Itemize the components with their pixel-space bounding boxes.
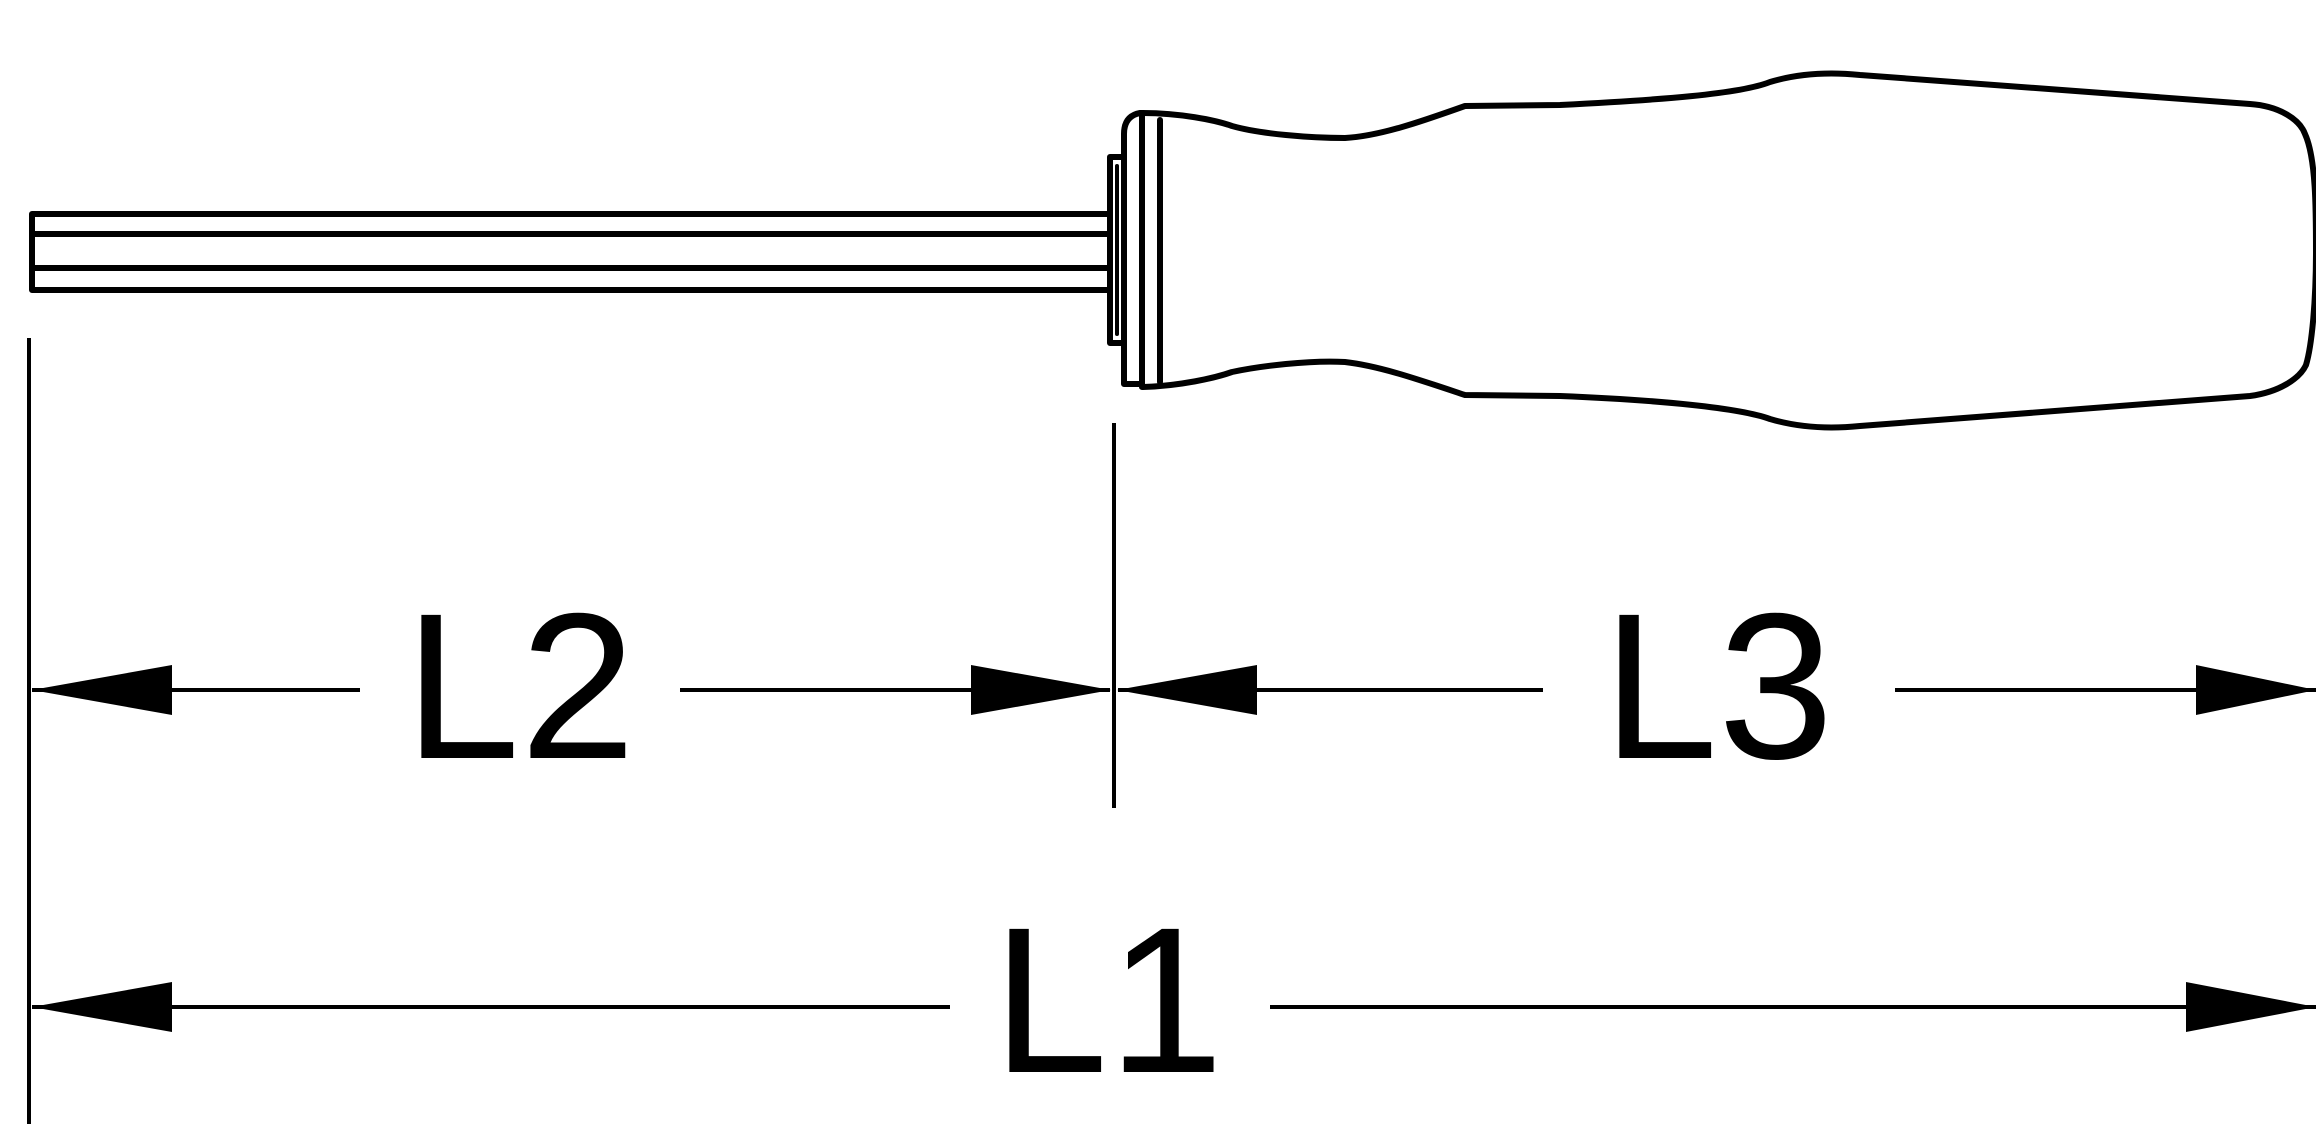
handle-collar: [1121, 110, 1145, 387]
arrowheads: [32, 665, 2316, 1032]
l2-arrowhead-left: [32, 665, 172, 715]
screwdriver-shaft: [29, 211, 1113, 293]
shaft-outline: [29, 211, 1113, 293]
l1-arrowhead-left: [32, 982, 172, 1032]
l1-arrowhead-right: [2186, 982, 2316, 1032]
l3-arrowhead-left: [1117, 665, 1257, 715]
l3-label: L3: [1602, 571, 1833, 803]
screwdriver-ferrule: [1107, 110, 1163, 387]
l2-label: L2: [404, 571, 635, 803]
dimension-labels: L2 L3 L1: [404, 571, 1833, 1117]
l2-arrowhead-right: [971, 665, 1111, 715]
screwdriver-drawing: [29, 70, 2316, 431]
l1-label: L1: [992, 885, 1223, 1117]
screwdriver-handle: [1139, 70, 2316, 431]
l3-arrowhead-right: [2196, 665, 2316, 715]
